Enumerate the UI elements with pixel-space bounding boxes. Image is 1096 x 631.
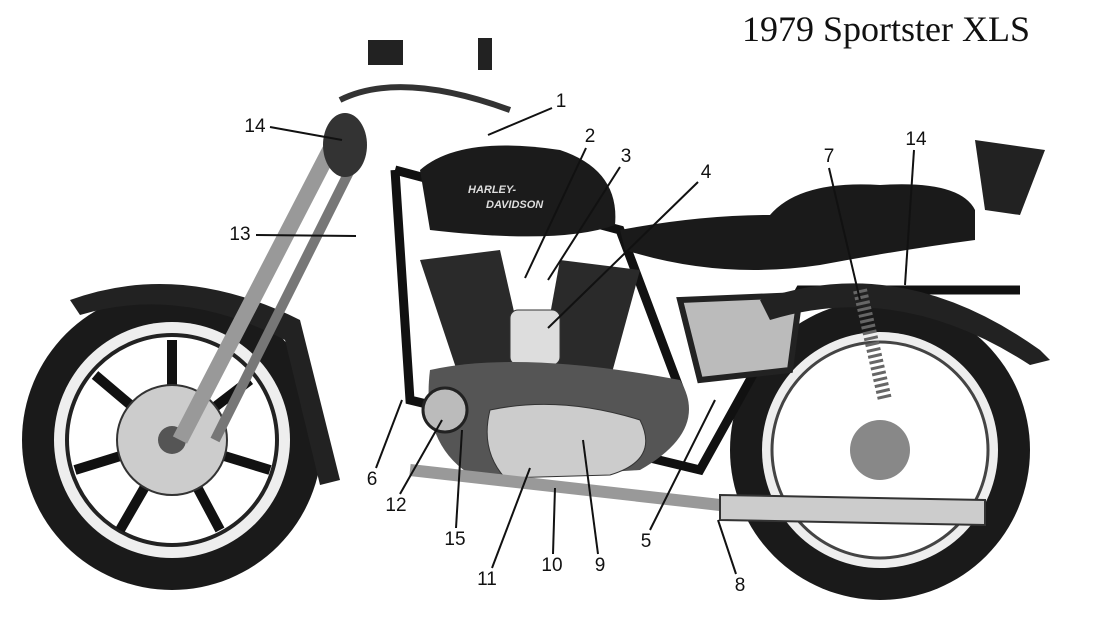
rear-fender — [760, 283, 1050, 365]
callout-10: 10 — [541, 555, 562, 576]
tank-logo-line1: HARLEY- — [468, 184, 516, 196]
callout-2: 2 — [585, 126, 596, 147]
callout-13: 13 — [229, 224, 250, 245]
callout-14-rear: 14 — [905, 129, 927, 150]
callout-5: 5 — [641, 531, 652, 552]
callout-12: 12 — [385, 495, 406, 516]
mirror-right — [478, 38, 492, 70]
callout-1: 1 — [556, 91, 567, 112]
callout-8: 8 — [735, 575, 746, 596]
callout-7: 7 — [824, 146, 835, 167]
headlight — [323, 113, 367, 177]
callout-11: 11 — [477, 569, 497, 590]
diagram-title: 1979 Sportster XLS — [742, 9, 1030, 49]
callout-14-front: 14 — [244, 116, 266, 137]
handlebar — [338, 84, 512, 113]
tank-logo-line2: DAVIDSON — [486, 199, 544, 211]
callout-6: 6 — [367, 469, 378, 490]
front-fender — [70, 284, 340, 485]
exhaust — [409, 464, 986, 527]
callout-3: 3 — [621, 146, 632, 167]
callout-15: 15 — [444, 529, 465, 550]
luggage-rack — [975, 140, 1045, 215]
callout-leaders — [255, 107, 915, 575]
fuel-tank — [420, 145, 616, 237]
callout-4: 4 — [701, 162, 712, 183]
front-fork — [172, 146, 360, 444]
engine — [420, 250, 689, 480]
rear-shock — [853, 288, 892, 402]
seat — [620, 184, 975, 270]
mirror — [368, 40, 403, 65]
callout-9: 9 — [595, 555, 606, 576]
